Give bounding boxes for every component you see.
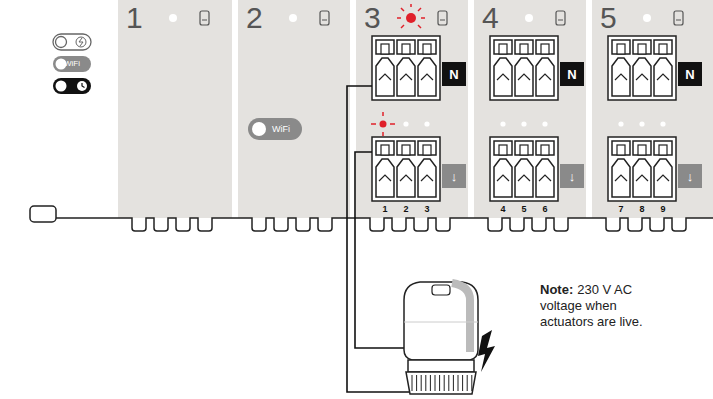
terminal-number: 6	[542, 205, 547, 214]
fuse-icon	[674, 11, 683, 25]
terminal-number: 3	[424, 205, 429, 214]
ground-box	[560, 164, 584, 188]
module-panel	[118, 0, 232, 218]
led-dot	[660, 121, 665, 126]
neutral-box: N	[678, 62, 702, 86]
knurl-line	[448, 375, 449, 391]
knurl-line	[430, 375, 431, 391]
fuse-icon	[438, 11, 447, 25]
knurl-line	[467, 375, 468, 391]
fuse-icon	[202, 20, 207, 21]
ground-box	[678, 164, 702, 188]
terminal-number: 5	[521, 205, 526, 214]
module-panel	[238, 0, 350, 218]
neutral-label: N	[685, 67, 694, 82]
thermal-actuator	[404, 282, 495, 394]
led-dot	[403, 121, 408, 126]
terminal-number: 7	[618, 205, 623, 214]
module-number: 2	[246, 1, 263, 35]
knurl-line	[471, 375, 472, 391]
led-dot	[424, 121, 429, 126]
knurl-line	[439, 375, 440, 391]
module-panel	[356, 0, 468, 218]
ground-symbol: ↓	[569, 170, 576, 183]
terminal-block	[608, 137, 676, 201]
wifi-label: WiFi	[64, 60, 80, 68]
fuse-icon	[556, 11, 565, 25]
ground-symbol: ↓	[687, 170, 694, 183]
terminal-number: 4	[500, 205, 505, 214]
terminal-block	[490, 137, 558, 201]
fuse-icon	[320, 11, 329, 25]
terminal-block	[608, 36, 676, 100]
knurl-line	[412, 375, 413, 391]
note-heading: Note:	[540, 282, 573, 297]
neutral-label: N	[567, 67, 576, 82]
status-dot	[289, 14, 297, 22]
knurl-line	[421, 375, 422, 391]
knurl-line	[453, 375, 454, 391]
module: 1	[118, 0, 232, 218]
fuse-icon	[558, 20, 563, 21]
knurl-line	[444, 375, 445, 391]
led-dot	[500, 121, 505, 126]
led-dot	[521, 121, 526, 126]
terminal-number: 8	[639, 205, 644, 214]
module-number: 1	[126, 1, 143, 35]
knurl-line	[425, 375, 426, 391]
knurl-line	[462, 375, 463, 391]
status-dot	[525, 14, 533, 22]
terminal-number: 1	[382, 205, 387, 214]
terminal-number: 9	[660, 205, 665, 214]
fuse-icon	[200, 11, 209, 25]
led-dot	[639, 121, 644, 126]
led-dot	[618, 121, 623, 126]
led-dot	[542, 121, 547, 126]
neutral-label: N	[449, 67, 458, 82]
module-number: 3	[364, 1, 381, 35]
status-dot	[643, 14, 651, 22]
module-number: 4	[482, 1, 499, 35]
module: 4N	[474, 0, 586, 218]
status-dot	[169, 14, 177, 22]
knurl-line	[458, 375, 459, 391]
rail-end	[30, 206, 56, 222]
terminal-number: 2	[403, 205, 408, 214]
voltage-symbol	[478, 330, 495, 372]
ground-symbol: ↓	[451, 170, 458, 183]
note: Note:230 V AC voltage when actuators are…	[540, 282, 668, 330]
fuse-icon	[440, 20, 445, 21]
din-rail	[56, 218, 713, 231]
module-panel	[474, 0, 586, 218]
module-number: 5	[600, 1, 617, 35]
terminal-block	[372, 36, 440, 100]
status-toggles	[53, 34, 91, 94]
wifi-label: WiFi	[272, 125, 290, 134]
module-panel	[592, 0, 713, 218]
module: 2	[238, 0, 350, 218]
ground-box	[442, 164, 466, 188]
fuse-icon	[322, 20, 327, 21]
knurl-line	[435, 375, 436, 391]
neutral-box: N	[560, 62, 584, 86]
terminal-block	[490, 36, 558, 100]
wifi-toggle	[248, 118, 302, 140]
terminal-block	[372, 137, 440, 201]
actuator-wires	[347, 86, 410, 392]
module: 5N	[592, 0, 713, 218]
fuse-icon	[676, 20, 681, 21]
neutral-box: N	[442, 62, 466, 86]
knurl-line	[416, 375, 417, 391]
module: 3N	[356, 0, 468, 218]
